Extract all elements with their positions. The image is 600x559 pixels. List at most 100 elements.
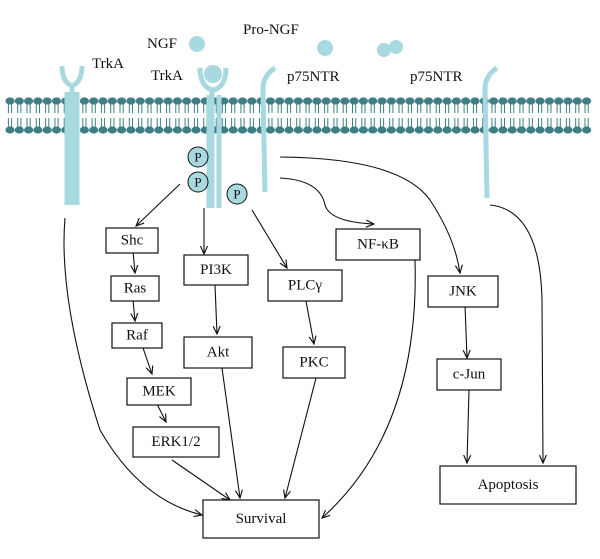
lipid-head: [265, 126, 275, 134]
lipid-head: [377, 126, 387, 134]
lipid-head: [42, 126, 52, 134]
node-pi3k: PI3K: [183, 254, 249, 286]
svg-text:NF-κB: NF-κB: [357, 237, 399, 253]
lipid-head: [451, 126, 461, 134]
node-akt: Akt: [183, 336, 253, 369]
lipid-head: [340, 126, 350, 134]
arrow-nfkb-to-survival: [322, 259, 416, 518]
phosphate-2: P: [187, 171, 209, 193]
lipid-head: [79, 126, 89, 134]
lipid-head: [303, 126, 313, 134]
lipid-head: [442, 126, 452, 134]
lipid-head: [470, 126, 480, 134]
lipid-head: [330, 97, 341, 105]
lipid-head: [51, 97, 62, 105]
lipid-head: [358, 126, 368, 134]
arrow-mek-to-erk: [156, 403, 166, 422]
lipid-head: [107, 97, 117, 105]
lipid-head: [33, 97, 43, 105]
lipid-head: [163, 126, 173, 134]
lipid-head: [284, 97, 294, 105]
svg-text:PKC: PKC: [299, 355, 328, 371]
lipid-head: [24, 126, 34, 134]
lipid-head: [247, 97, 257, 105]
lipid-head: [368, 126, 378, 134]
lipid-head: [451, 97, 461, 105]
lipid-head: [191, 97, 201, 105]
lipid-head: [154, 97, 164, 105]
lipid-head: [321, 97, 331, 105]
lipid-head: [89, 97, 99, 105]
lipid-head: [396, 97, 406, 105]
lipid-head: [340, 97, 350, 105]
lipid-head: [275, 97, 285, 105]
lipid-head: [470, 97, 480, 105]
node-survival: Survival: [202, 499, 320, 539]
arrow-p-to-plc: [251, 209, 287, 268]
svg-text:MEK: MEK: [142, 384, 176, 400]
lipid-head: [182, 97, 192, 105]
lipid-head: [117, 97, 127, 105]
lipid-head: [247, 126, 257, 134]
lipid-head: [433, 126, 443, 134]
lipid-head: [293, 97, 303, 105]
ngf-ligand: [189, 36, 205, 52]
arrows: [63, 156, 543, 518]
svg-text:c-Jun: c-Jun: [453, 367, 486, 383]
phosphate-3: P: [226, 183, 248, 205]
lipid-tails: [7, 104, 589, 127]
lipid-head: [312, 126, 322, 134]
svg-text:JNK: JNK: [449, 284, 477, 300]
lipid-head: [582, 97, 592, 105]
svg-text:PLCγ: PLCγ: [288, 278, 323, 294]
lipid-head: [386, 97, 396, 105]
lipid-head: [191, 126, 201, 134]
lipid-head: [144, 126, 155, 134]
lipid-head: [405, 97, 415, 105]
lipid-head: [163, 97, 173, 105]
arrow-p-to-shc: [136, 183, 181, 226]
lipid-head: [312, 97, 322, 105]
trka-receptor-left: [59, 65, 85, 205]
lipid-head: [265, 97, 275, 105]
p75ntr-receptor-center: [260, 65, 277, 193]
lipid-head: [303, 97, 313, 105]
lipid-head: [498, 126, 508, 134]
lipid-head: [461, 126, 471, 134]
lipid-head: [582, 126, 592, 134]
pro-ngf-label: Pro-NGF: [243, 22, 299, 38]
node-ras: Ras: [110, 275, 160, 302]
lipid-head: [544, 97, 555, 105]
arrow-pi3k-to-akt: [215, 284, 217, 334]
lipid-head: [237, 97, 248, 105]
svg-text:P: P: [194, 150, 201, 165]
svg-text:Raf: Raf: [126, 328, 148, 344]
svg-text:Ras: Ras: [124, 281, 147, 297]
lipid-head: [442, 97, 452, 105]
node-raf: Raf: [111, 322, 163, 349]
lipid-head: [414, 126, 424, 134]
trka-label-left: TrkA: [92, 56, 124, 72]
arrow-erk-to-survival: [171, 459, 230, 500]
lipid-head: [554, 97, 564, 105]
p75ntr-label-right: p75NTR: [410, 69, 463, 85]
svg-text:P: P: [194, 175, 201, 190]
lipid-head: [358, 97, 368, 105]
arrow-ras-to-raf: [133, 299, 135, 321]
lipid-head: [126, 97, 136, 105]
phosphate-1: P: [187, 146, 209, 168]
lipid-head: [14, 126, 24, 134]
node-mek: MEK: [126, 377, 192, 406]
p75ntr-label-center: p75NTR: [287, 69, 340, 85]
lipid-head: [330, 126, 341, 134]
arrow-trka-to-survival: [63, 217, 202, 515]
arrow-shc-to-ras: [133, 250, 135, 273]
ngf-bound-ligand: [204, 65, 222, 83]
trka-label-dimer: TrkA: [151, 68, 183, 84]
lipid-head: [135, 126, 145, 134]
lipid-head: [507, 97, 517, 105]
lipid-head: [321, 126, 331, 134]
lipid-head: [405, 126, 415, 134]
svg-text:Akt: Akt: [207, 345, 230, 361]
